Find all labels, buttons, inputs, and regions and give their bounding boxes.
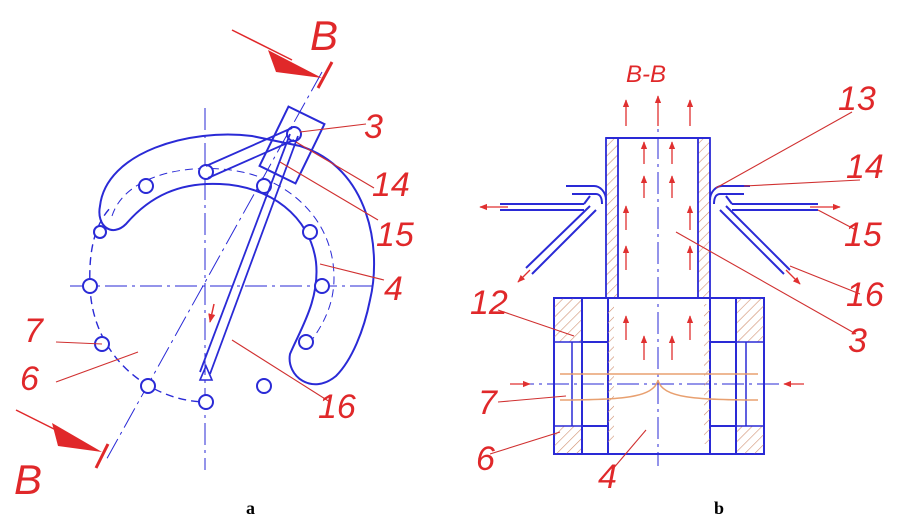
label-6-a: 6 bbox=[20, 360, 39, 398]
label-4-b: 4 bbox=[598, 458, 617, 496]
rod-end-triangle bbox=[198, 363, 214, 381]
long-rod bbox=[199, 133, 299, 375]
hole bbox=[82, 278, 98, 294]
hole bbox=[256, 378, 272, 394]
hole bbox=[138, 178, 154, 194]
hole-circle-dashed bbox=[89, 205, 213, 403]
label-16-a: 16 bbox=[318, 388, 356, 426]
link-bars bbox=[205, 127, 295, 179]
label-16-b: 16 bbox=[846, 276, 884, 314]
figure-a: B B 3 14 15 4 7 6 16 a bbox=[14, 12, 414, 518]
nozzle-left bbox=[500, 185, 607, 275]
section-end-top bbox=[316, 61, 334, 89]
curved-slot-outer bbox=[98, 133, 376, 386]
section-arrow-top bbox=[231, 29, 322, 78]
section-arrow-bottom bbox=[15, 409, 102, 452]
label-12-b: 12 bbox=[470, 284, 508, 322]
pipe-wall-right bbox=[697, 137, 711, 299]
hole bbox=[198, 164, 214, 180]
label-13-b: 13 bbox=[838, 80, 876, 118]
figure-b: B-B 13 14 15 16 3 12 7 6 4 b bbox=[470, 61, 884, 518]
label-14-a: 14 bbox=[372, 166, 410, 204]
nozzle-right bbox=[709, 185, 818, 275]
pipe-wall-left bbox=[605, 137, 619, 299]
leaders-b bbox=[489, 111, 861, 471]
rod-flow-arrow bbox=[208, 303, 216, 323]
label-7-b: 7 bbox=[478, 384, 498, 422]
label-3-b: 3 bbox=[848, 322, 867, 360]
hole bbox=[302, 224, 318, 240]
housing-block bbox=[553, 425, 583, 455]
section-line-a bbox=[104, 71, 323, 463]
hole bbox=[314, 278, 330, 294]
label-4-a: 4 bbox=[384, 270, 403, 308]
leaders-a bbox=[55, 123, 385, 403]
housing-inner bbox=[571, 297, 747, 455]
hole bbox=[93, 225, 107, 239]
label-15-b: 15 bbox=[844, 216, 882, 254]
flow-arrows bbox=[479, 95, 841, 388]
label-14-b: 14 bbox=[846, 148, 884, 186]
section-mark-bottom: B bbox=[14, 456, 42, 503]
holes bbox=[82, 126, 330, 410]
guide-curves bbox=[559, 373, 759, 401]
hole bbox=[298, 334, 314, 350]
housing bbox=[553, 297, 765, 455]
label-7-a: 7 bbox=[24, 312, 44, 350]
section-mark-top: B bbox=[310, 12, 338, 59]
caption-a: a bbox=[246, 498, 255, 518]
label-3-a: 3 bbox=[364, 108, 383, 146]
hole bbox=[198, 394, 214, 410]
housing-block bbox=[553, 297, 583, 343]
caption-b: b bbox=[714, 498, 724, 518]
label-15-a: 15 bbox=[376, 216, 414, 254]
section-end-bottom bbox=[94, 443, 110, 469]
housing-block bbox=[735, 297, 765, 343]
hole bbox=[140, 378, 156, 394]
label-6-b: 6 bbox=[476, 440, 495, 478]
housing-block bbox=[735, 425, 765, 455]
section-title: B-B bbox=[626, 61, 666, 88]
curved-slot-centerline bbox=[111, 167, 335, 349]
